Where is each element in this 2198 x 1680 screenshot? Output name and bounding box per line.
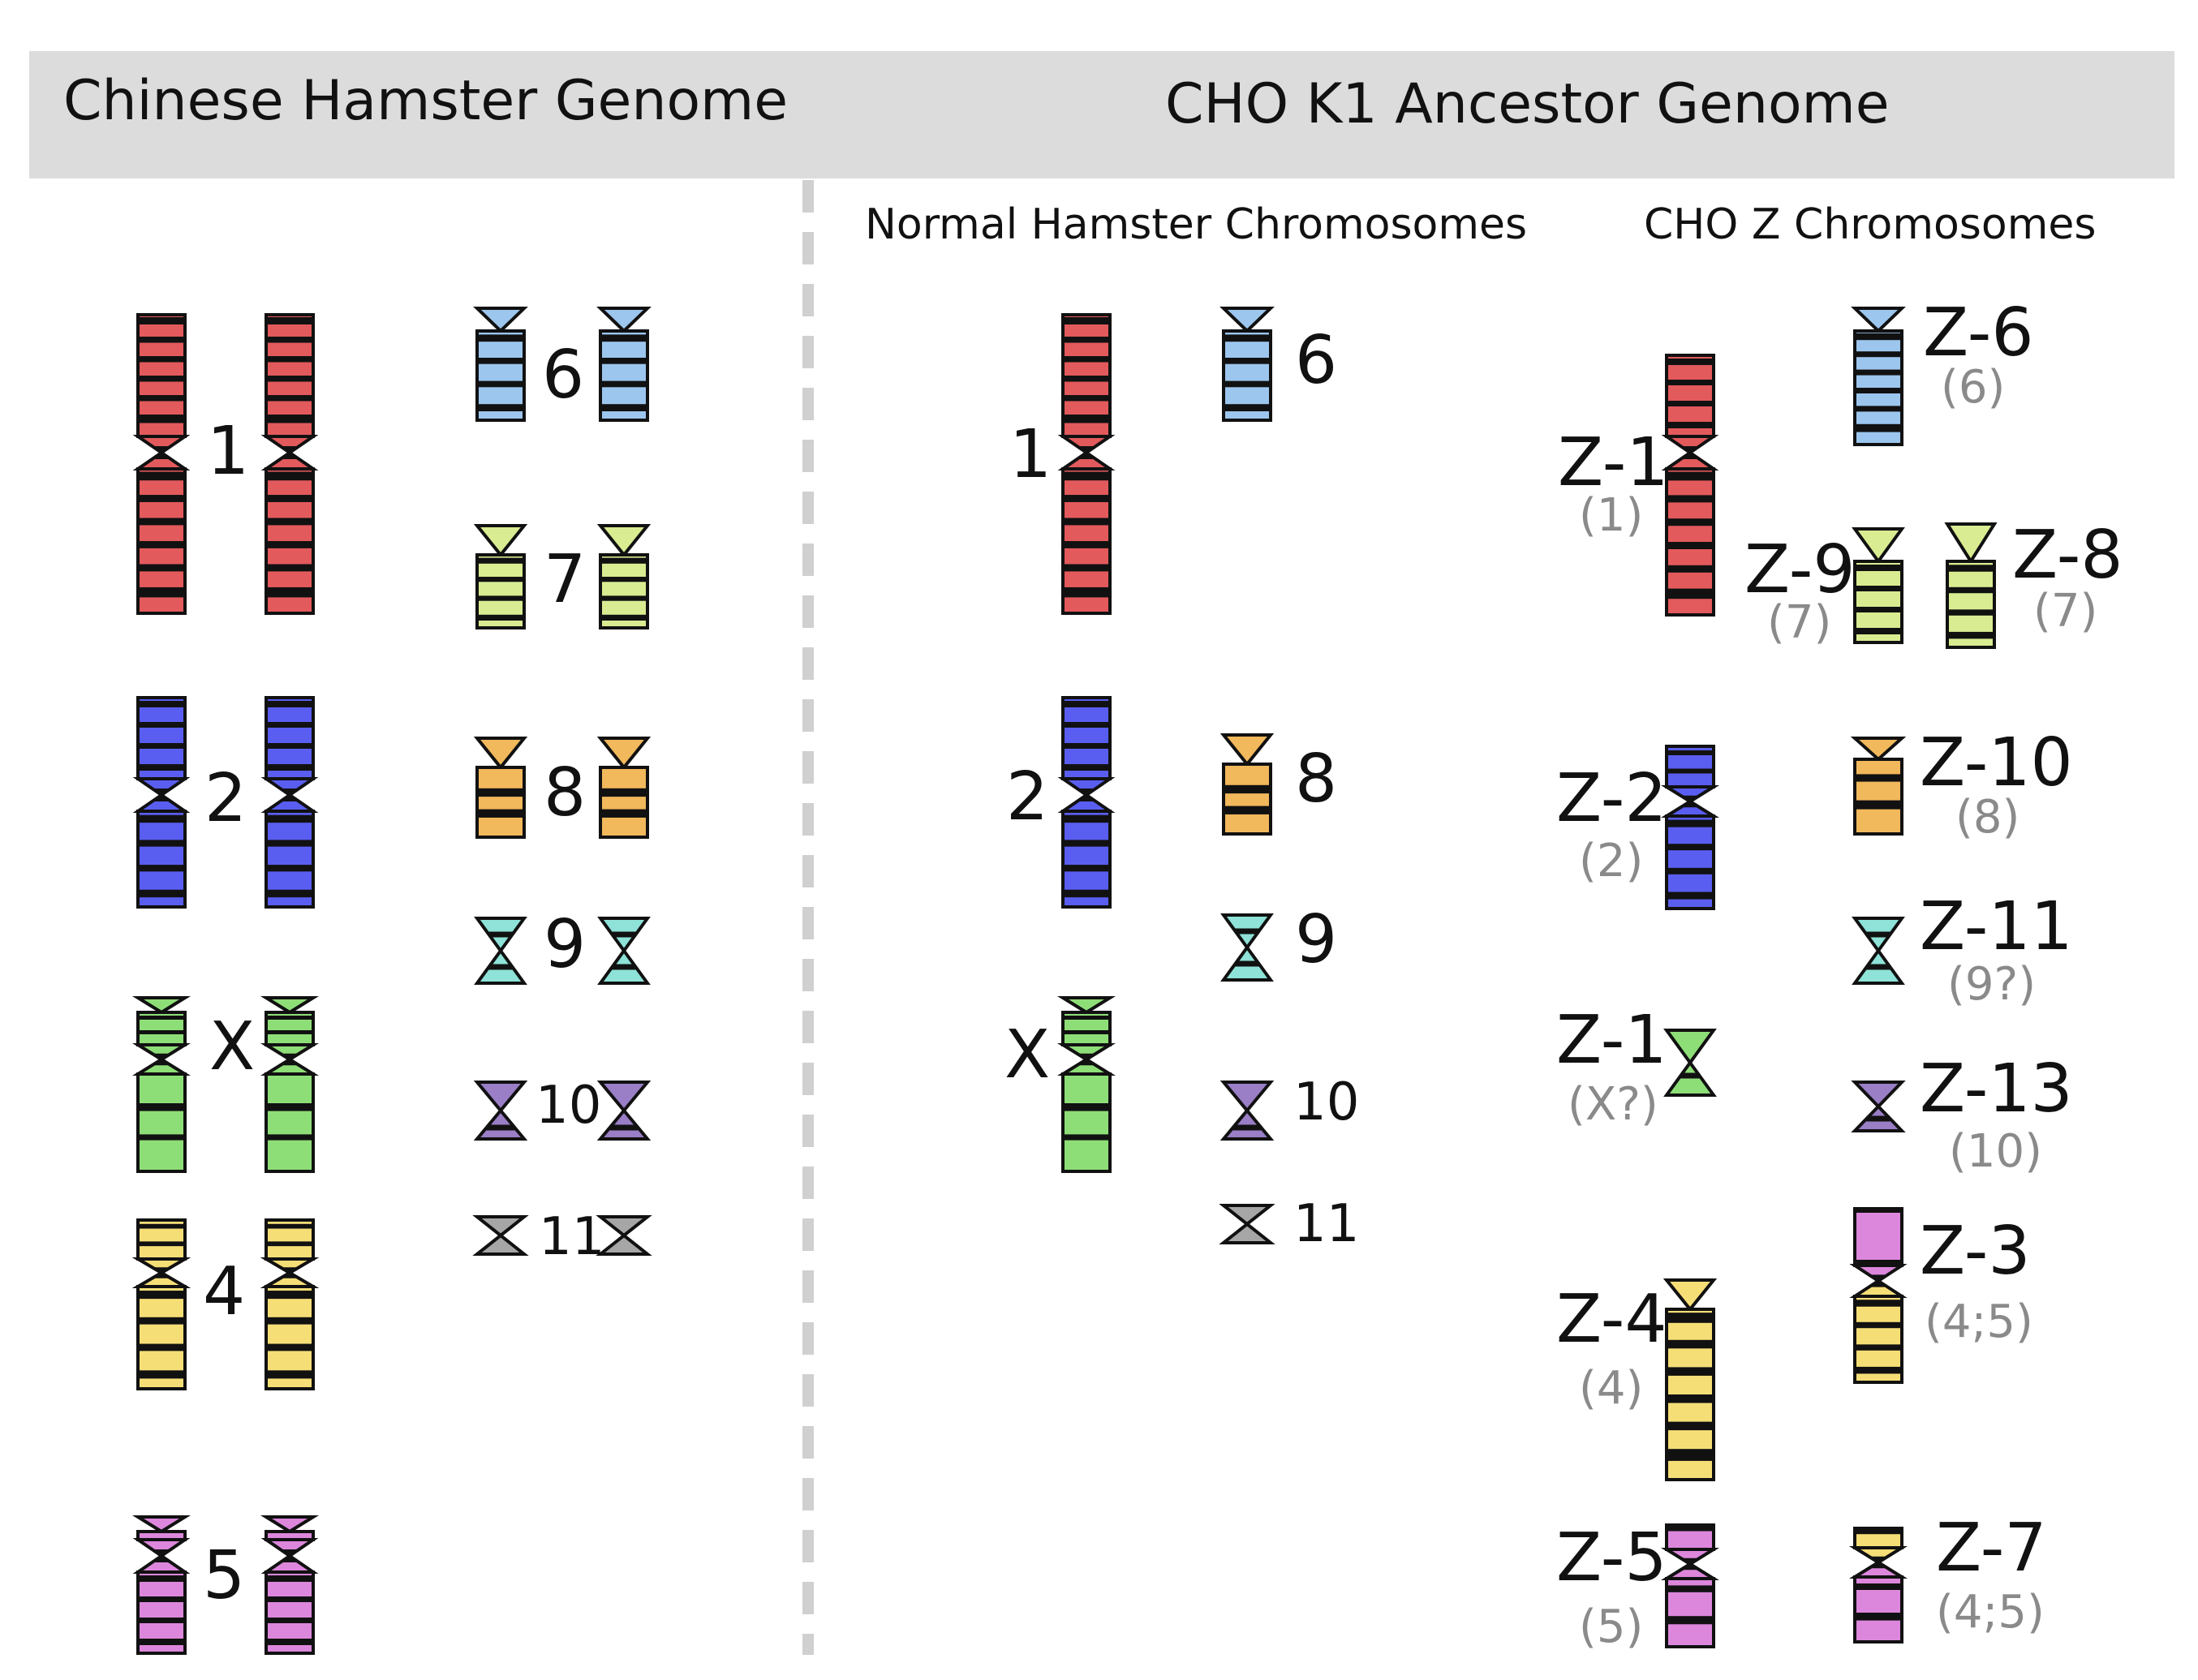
normal-chromosome-1-label: 1 — [1009, 416, 1052, 493]
hamster-chromosome-6-label: 6 — [542, 337, 584, 414]
hamster-chromosome-8-label: 8 — [544, 754, 586, 831]
normal-chr9 — [1220, 913, 1274, 982]
z10-label: Z-10 — [1920, 724, 2073, 801]
z13-chromosome — [1851, 1081, 1906, 1132]
hamster-genome-section: 1 2 X 4 5 6 7 8 9 10 11 — [203, 337, 604, 1614]
hamster-chr11-1 — [472, 1215, 529, 1256]
z4-origin: (4) — [1579, 1362, 1643, 1415]
z1-x-label: Z-1 — [1556, 1002, 1667, 1079]
normal-chromosome-9-label: 9 — [1295, 901, 1337, 978]
hamster-chr1-1 — [132, 313, 191, 615]
header-band — [29, 51, 2174, 178]
normal-chr6 — [1219, 307, 1275, 422]
hamster-chr10-1 — [473, 1081, 528, 1141]
normal-chromosome-8-label: 8 — [1295, 741, 1337, 818]
z10-origin: (8) — [1955, 791, 2019, 844]
hamster-chr6-2 — [596, 307, 652, 422]
hamster-chr7-1 — [473, 524, 528, 629]
z2-chromosome — [1660, 745, 1720, 910]
normal-chromosome-x-label: X — [1004, 1016, 1050, 1094]
hamster-chromosome-10-label: 10 — [536, 1076, 601, 1136]
normal-chr2 — [1057, 696, 1116, 909]
z8-chromosome — [1944, 522, 1998, 649]
hamster-chr11-2 — [596, 1215, 652, 1256]
z1-x-origin: (X?) — [1568, 1078, 1658, 1131]
hamster-chr2-1 — [132, 696, 191, 909]
z5-origin: (5) — [1579, 1601, 1643, 1653]
z9-origin: (7) — [1767, 596, 1831, 649]
header-chinese-hamster-genome: Chinese Hamster Genome — [63, 69, 788, 133]
hamster-chrx-1 — [131, 996, 191, 1173]
z1-chromosome — [1661, 354, 1719, 617]
normal-chr1 — [1057, 313, 1116, 615]
z7-origin: (4;5) — [1936, 1586, 2045, 1639]
z3-chromosome — [1849, 1207, 1908, 1384]
z6-origin: (6) — [1941, 361, 2005, 414]
z9-chromosome — [1852, 527, 1905, 644]
normal-chromosome-10-label: 10 — [1293, 1072, 1359, 1132]
z4-label: Z-4 — [1556, 1281, 1667, 1358]
z2-label: Z-2 — [1556, 760, 1667, 837]
header-cho-k1-ancestor-genome: CHO K1 Ancestor Genome — [1165, 72, 1890, 136]
z6-chromosome — [1851, 307, 1906, 446]
z8-label: Z-8 — [2012, 517, 2123, 594]
normal-chr11 — [1219, 1204, 1275, 1244]
normal-chr10 — [1219, 1081, 1275, 1141]
z3-label: Z-3 — [1920, 1213, 2031, 1290]
normal-chromosome-2-label: 2 — [1006, 758, 1048, 836]
normal-chr8 — [1219, 733, 1275, 836]
z13-origin: (10) — [1949, 1125, 2042, 1178]
z4-chromosome — [1662, 1278, 1718, 1481]
hamster-chr7-2 — [596, 524, 652, 629]
z11-chromosome — [1852, 917, 1905, 985]
hamster-chr5-1 — [131, 1515, 191, 1655]
hamster-chr4-2 — [260, 1218, 320, 1390]
z7-chromosome — [1848, 1527, 1908, 1643]
chromosome-drawings — [131, 307, 1998, 1655]
z1-label: Z-1 — [1558, 424, 1669, 501]
z6-label: Z-6 — [1923, 294, 2034, 372]
normal-chromosome-11-label: 11 — [1293, 1194, 1359, 1254]
hamster-chr8-1 — [473, 737, 528, 839]
hamster-chr10-2 — [596, 1081, 652, 1141]
hamster-chr4-1 — [131, 1218, 191, 1390]
hamster-chromosome-1-label: 1 — [207, 413, 249, 490]
z2-origin: (2) — [1579, 835, 1643, 887]
z1-x-chromosome — [1663, 1029, 1717, 1097]
hamster-chr9-2 — [597, 917, 651, 985]
hamster-chromosome-9-label: 9 — [544, 906, 586, 983]
hamster-chr2-2 — [260, 696, 319, 909]
hamster-chromosome-2-label: 2 — [204, 760, 247, 837]
z1-origin: (1) — [1579, 489, 1643, 542]
hamster-chr5-2 — [260, 1515, 320, 1655]
normal-chrx — [1056, 996, 1116, 1173]
z5-chromosome — [1660, 1523, 1720, 1648]
z-chromosomes-section: Z-1 (1) Z-6 (6) Z-9 (7) Z-8 (7) Z-2 (2) … — [1556, 294, 2123, 1653]
hamster-chr9-1 — [474, 917, 527, 985]
z5-label: Z-5 — [1556, 1519, 1667, 1596]
hamster-chrx-2 — [260, 996, 320, 1173]
z10-chromosome — [1850, 737, 1907, 836]
z9-label: Z-9 — [1744, 531, 1856, 608]
hamster-chr8-2 — [596, 737, 652, 839]
hamster-chromosome-7-label: 7 — [544, 541, 586, 618]
hamster-chr6-1 — [473, 307, 528, 422]
z7-label: Z-7 — [1936, 1510, 2047, 1587]
hamster-chr1-2 — [260, 313, 319, 615]
z11-origin: (9?) — [1947, 958, 2036, 1011]
subheader-normal-hamster-chromosomes: Normal Hamster Chromosomes — [865, 200, 1527, 249]
z13-label: Z-13 — [1920, 1051, 2073, 1128]
z3-origin: (4;5) — [1925, 1295, 2033, 1348]
z8-origin: (7) — [2033, 585, 2097, 638]
hamster-chromosome-11-label: 11 — [539, 1207, 604, 1267]
normal-chromosome-6-label: 6 — [1295, 322, 1337, 399]
subheader-cho-z-chromosomes: CHO Z Chromosomes — [1644, 200, 2096, 249]
z11-label: Z-11 — [1920, 888, 2073, 965]
hamster-chromosome-4-label: 4 — [203, 1253, 245, 1330]
hamster-chromosome-x-label: X — [209, 1008, 255, 1085]
normal-chromosomes-section: 1 6 2 8 9 X 10 11 — [1004, 322, 1359, 1254]
hamster-chromosome-5-label: 5 — [203, 1537, 245, 1614]
